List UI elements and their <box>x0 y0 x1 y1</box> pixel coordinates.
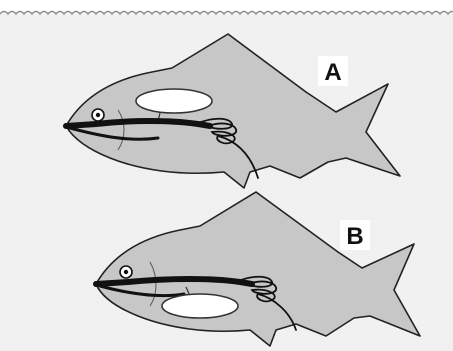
fish-a-pupil <box>96 113 100 117</box>
fish-b-label: B <box>346 223 363 250</box>
fish-a-label: A <box>324 59 341 86</box>
wavy-top-border <box>0 12 453 15</box>
fish-a-swim-bladder <box>136 89 212 113</box>
fish-b-swim-bladder <box>162 294 238 318</box>
fish-b-pupil <box>124 270 128 274</box>
